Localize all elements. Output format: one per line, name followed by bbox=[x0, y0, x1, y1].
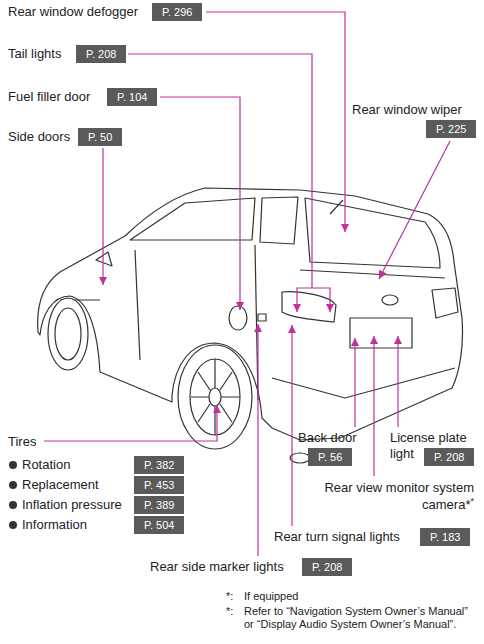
page-number: P. 296 bbox=[152, 3, 202, 21]
part-name: Replacement bbox=[22, 477, 99, 493]
part-name: Tires bbox=[8, 434, 36, 450]
page-callout: Rear window defogger P. 296 bbox=[8, 3, 203, 21]
part-name: Rear turn signal lights bbox=[274, 529, 400, 545]
part-name: Side doors bbox=[8, 129, 70, 145]
footnote-mark: *: bbox=[226, 590, 233, 603]
footnote-mark: *: bbox=[226, 605, 233, 618]
label-group: Rear view monitor system camera** bbox=[294, 479, 474, 513]
page-callout: Rear turn signal lights P. 183 bbox=[274, 528, 471, 546]
page-number: P. 382 bbox=[134, 456, 184, 474]
part-name: Information bbox=[22, 517, 87, 533]
page-number: P. 208 bbox=[76, 45, 126, 63]
page-number: P. 208 bbox=[302, 558, 352, 576]
page-number: P. 504 bbox=[134, 516, 184, 534]
page-callout: License plate lightP. 208 bbox=[390, 430, 480, 466]
car-outline bbox=[38, 188, 463, 463]
page-number: P. 56 bbox=[308, 448, 352, 466]
part-name: Rear view monitor system camera* bbox=[324, 480, 474, 512]
part-name: Rotation bbox=[22, 457, 70, 473]
leader-lines bbox=[44, 12, 450, 556]
footnote-mark: * bbox=[470, 496, 474, 506]
footnote-text: Refer to “Navigation System Owner’s Manu… bbox=[244, 605, 480, 631]
page-number: P. 453 bbox=[134, 476, 184, 494]
part-name: Rear window wiper bbox=[352, 102, 462, 118]
page-callout: Rear window wiper P. 225 bbox=[352, 102, 477, 138]
page-callout: Rotation P. 382 bbox=[22, 456, 185, 474]
page-callout: Back door P. 56 bbox=[298, 430, 357, 466]
page-number: P. 104 bbox=[107, 88, 157, 106]
page-number: P. 50 bbox=[78, 128, 122, 146]
part-name: Rear side marker lights bbox=[150, 559, 284, 575]
page-callout: Inflation pressure P. 389 bbox=[22, 496, 185, 514]
page-number: P. 183 bbox=[420, 528, 470, 546]
part-name: Tail lights bbox=[8, 46, 61, 62]
page-callout: Side doors P. 50 bbox=[8, 128, 123, 146]
page-number: P. 389 bbox=[134, 496, 184, 514]
page-callout: Information P. 504 bbox=[22, 516, 185, 534]
page-number: P. 208 bbox=[424, 448, 474, 466]
page-number: P. 225 bbox=[426, 120, 476, 138]
part-name: Inflation pressure bbox=[22, 497, 122, 513]
page-callout: Replacement P. 453 bbox=[22, 476, 185, 494]
bullet-dots bbox=[9, 461, 17, 529]
part-name: Rear window defogger bbox=[8, 4, 138, 20]
page-callout: Tail lights P. 208 bbox=[8, 45, 127, 63]
part-name: Back door bbox=[298, 430, 357, 446]
page-callout: Fuel filler door P. 104 bbox=[8, 88, 158, 106]
part-name: Fuel filler door bbox=[8, 89, 90, 105]
footnote-text: If equipped bbox=[244, 590, 298, 603]
page-callout: Rear side marker lights P. 208 bbox=[150, 558, 353, 576]
